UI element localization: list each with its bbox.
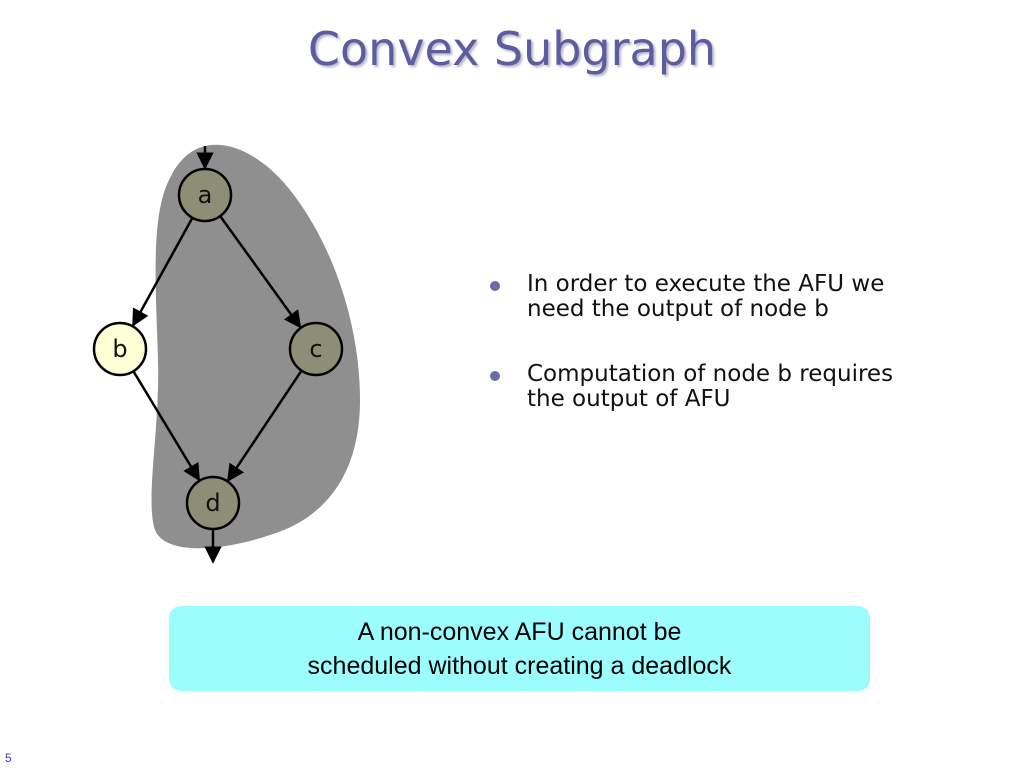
edge-c-d [226,369,303,483]
bullet-line: Computation of node b requires [527,361,894,387]
afu-region [151,144,360,549]
edge-b-d [132,370,201,482]
bullet-line: In order to execute the AFU we [527,271,885,297]
callout-line: scheduled without creating a deadlock [307,651,732,680]
callout-line: A non-convex AFU cannot be [357,617,682,646]
node-c-label: c [309,335,322,363]
edge-a-c [219,215,302,329]
edge-a-b [131,217,194,327]
node-d-label: d [205,489,220,517]
bullet-item: In order to execute the AFU we need the … [490,272,950,322]
node-b-label: b [112,335,127,363]
bullet-dot-icon [490,371,500,381]
node-a-label: a [198,181,213,209]
page-number: 5 [5,751,12,765]
slide-title: Convex Subgraph [307,22,717,76]
bullet-item: Computation of node b requires the outpu… [490,362,950,412]
bullet-list: In order to execute the AFU we need the … [490,272,950,452]
node-a: a [177,167,233,223]
node-d: d [185,475,241,531]
bullet-line: the output of AFU [527,386,731,412]
callout-box: A non-convex AFU cannot be scheduled wit… [169,606,870,691]
bullet-line: need the output of node b [527,296,829,322]
node-c: c [288,321,344,377]
bullet-dot-icon [490,281,500,291]
node-b: b [92,321,148,377]
